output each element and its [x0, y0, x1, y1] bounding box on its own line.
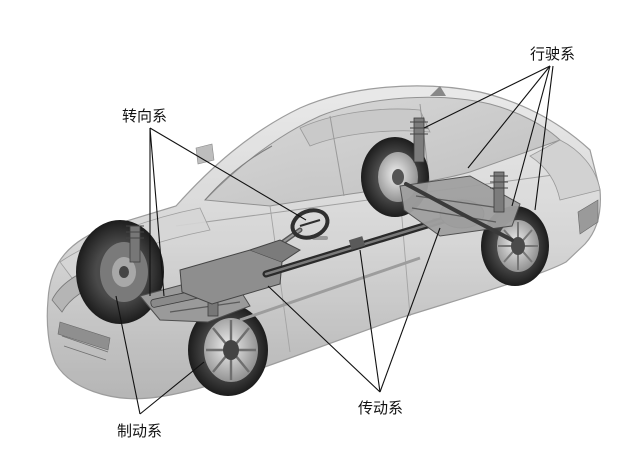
drivetrain-system-leaders — [267, 227, 441, 393]
braking-system-leaders — [115, 295, 205, 415]
leader-lines — [115, 65, 554, 415]
label-steering-system: 转向系 — [122, 107, 167, 125]
label-running-system: 行驶系 — [530, 45, 575, 63]
steering-system-leaders — [149, 127, 307, 297]
label-drivetrain-system: 传动系 — [358, 399, 403, 417]
running-system-leaders — [423, 65, 554, 211]
chassis-mechanics — [126, 117, 521, 323]
label-braking-system: 制动系 — [117, 422, 162, 440]
front-right-wheel — [188, 304, 268, 396]
